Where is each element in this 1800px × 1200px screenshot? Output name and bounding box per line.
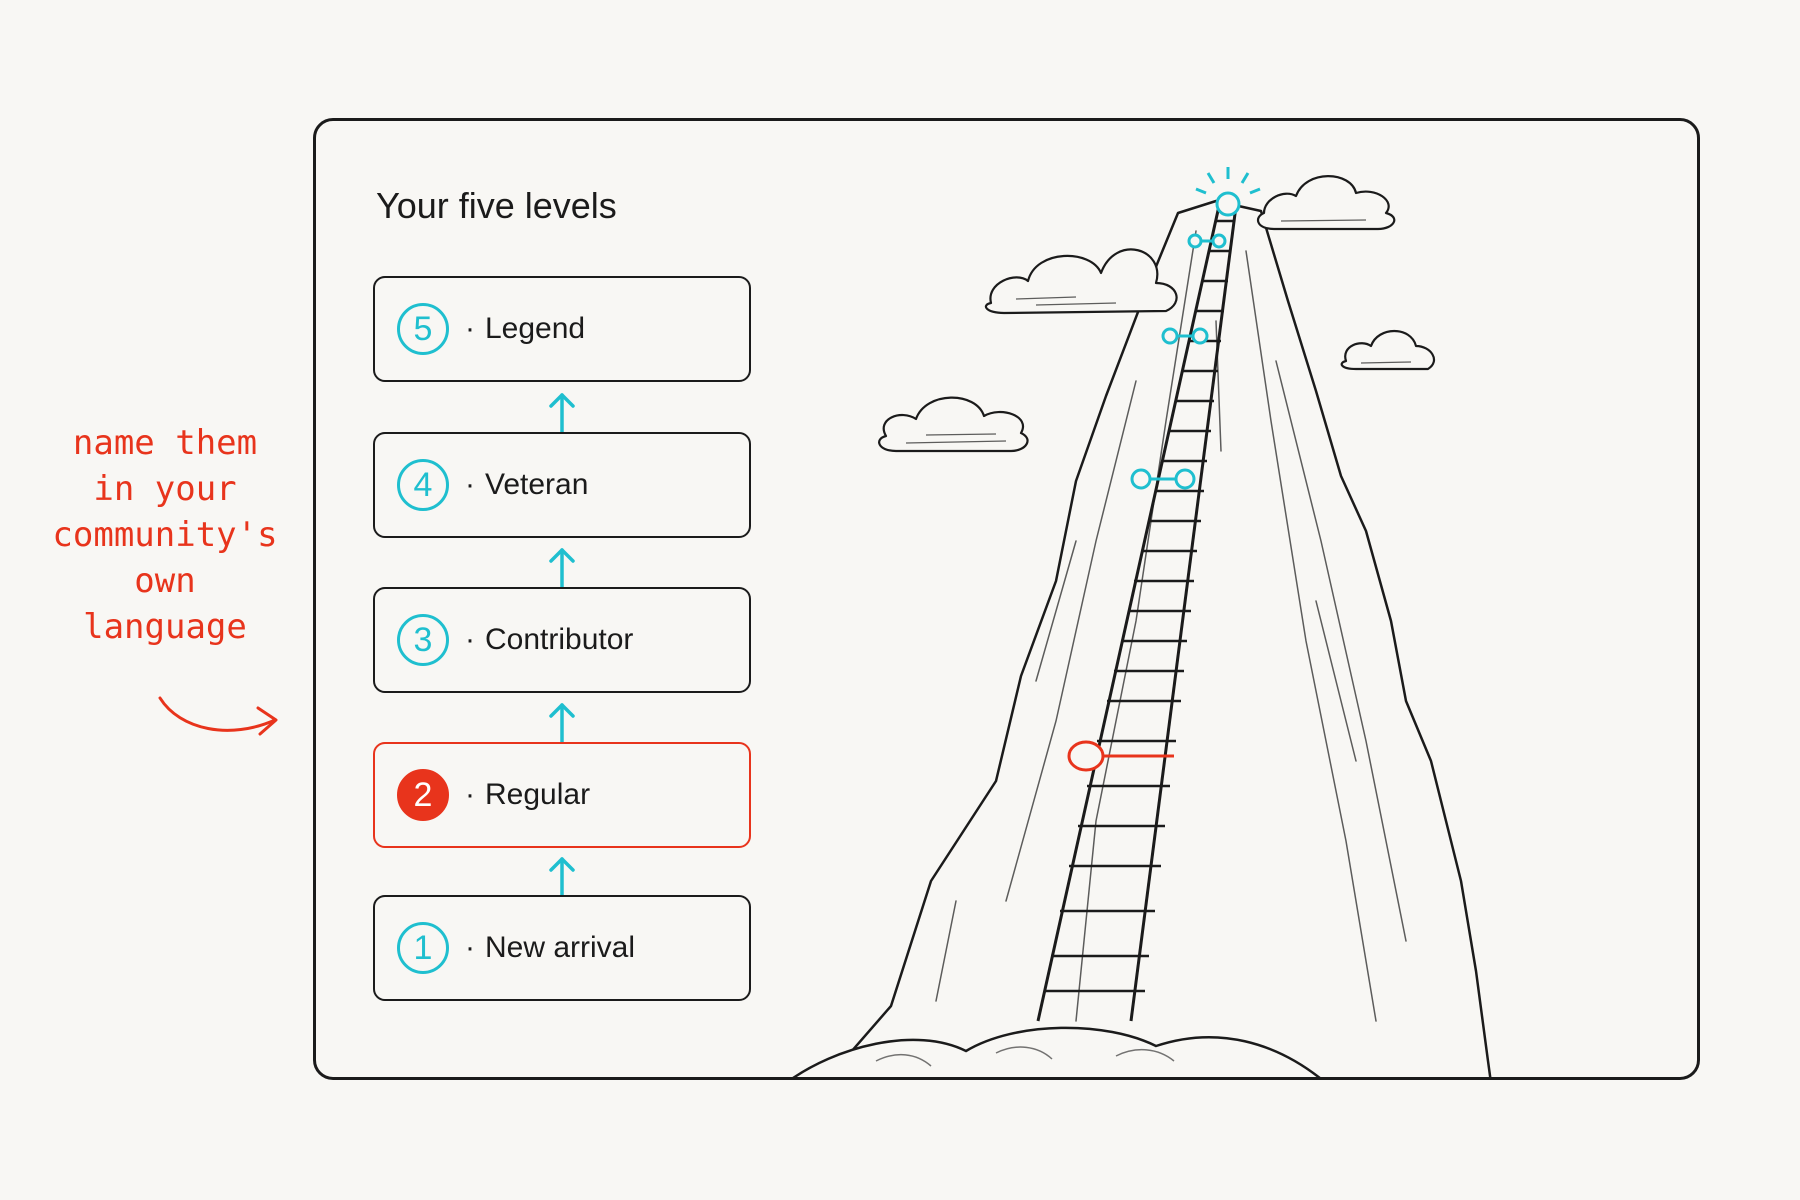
level-name: New arrival <box>485 931 636 964</box>
level-name: Veteran <box>485 468 589 501</box>
annotation-line: language <box>83 607 247 647</box>
level-number-badge: 1 <box>397 922 449 974</box>
level-separator: · <box>465 468 475 501</box>
level-name: Regular <box>485 778 591 811</box>
level-card-2: 2 · Regular <box>373 742 751 848</box>
level-number-badge: 2 <box>397 769 449 821</box>
level-separator: · <box>465 623 475 656</box>
curved-arrow-icon <box>158 696 278 736</box>
level-card-1: 1 · New arrival <box>373 895 751 1001</box>
level-separator: · <box>465 778 475 811</box>
level-card-5: 5 · Legend <box>373 276 751 382</box>
level-number-badge: 5 <box>397 303 449 355</box>
levels-panel: Your five levels 5 · Legend 4 · Veteran … <box>313 118 1700 1080</box>
level-number-badge: 3 <box>397 614 449 666</box>
level-separator: · <box>465 312 475 345</box>
level-card-3: 3 · Contributor <box>373 587 751 693</box>
arrow-up-icon <box>549 548 575 592</box>
side-annotation: name them in your community's own langua… <box>30 420 300 650</box>
level-separator: · <box>465 931 475 964</box>
annotation-line: name them <box>72 423 258 463</box>
panel-title: Your five levels <box>376 185 617 226</box>
mountain-ladder-illustration <box>792 167 1492 1077</box>
level-number-badge: 4 <box>397 459 449 511</box>
annotation-line: community's <box>52 515 278 555</box>
arrow-up-icon <box>549 857 575 901</box>
arrow-up-icon <box>549 393 575 437</box>
annotation-line: in your <box>93 469 237 509</box>
level-name: Contributor <box>485 623 634 656</box>
annotation-line: own <box>134 561 196 601</box>
level-name: Legend <box>485 312 586 345</box>
level-card-4: 4 · Veteran <box>373 432 751 538</box>
arrow-up-icon <box>549 703 575 747</box>
